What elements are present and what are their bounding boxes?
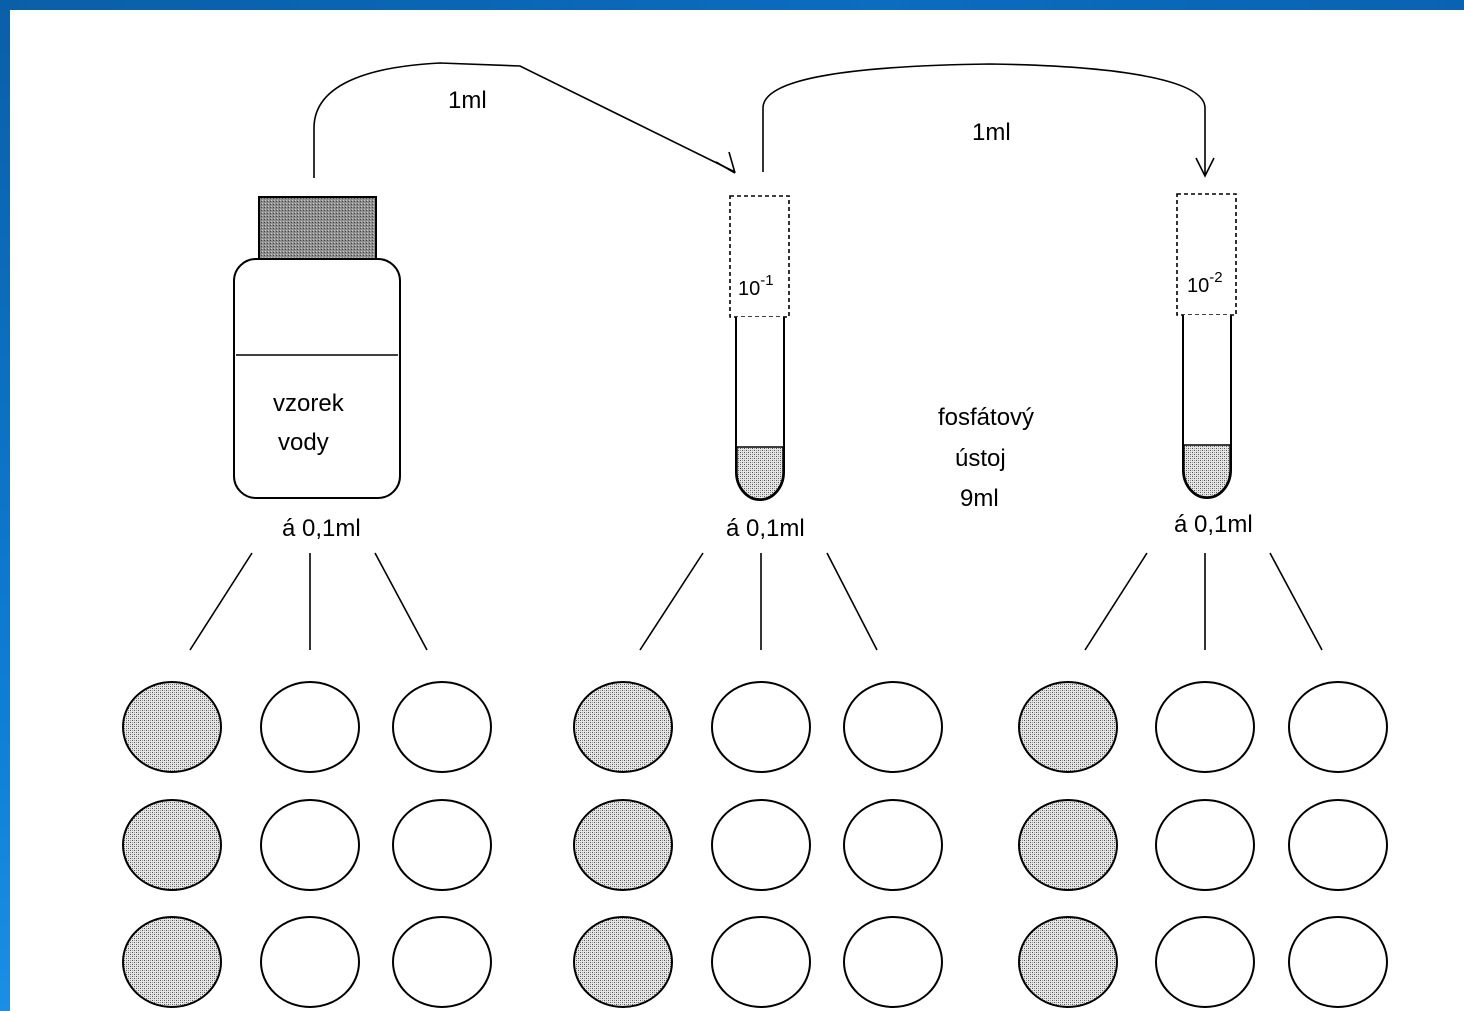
petri-dish-g2-r3-c2 [711,916,811,1008]
petri-dish-g2-r2-c1 [573,799,673,891]
petri-dish-g1-r2-c1 [122,799,222,891]
plating-volume-label-3: á 0,1ml [1174,511,1253,538]
petri-dish-g1-r1-c3 [392,681,492,773]
left-frame-bar [0,0,10,1011]
transfer-2-volume-label: 1ml [972,119,1011,146]
buffer-label-line2: ústoj [955,445,1006,472]
dilution-tube-1 [729,195,790,501]
plating-lines-3 [1084,552,1323,651]
transfer-arrow-1 [313,62,736,178]
petri-dish-g2-r3-c3 [843,916,943,1008]
petri-dish-g3-r3-c2 [1155,916,1255,1008]
petri-dish-g3-r1-c1 [1018,681,1118,773]
petri-dish-g3-r3-c1 [1018,916,1118,1008]
petri-dish-g1-r2-c3 [392,799,492,891]
bottle-label-line2: vody [278,429,329,456]
petri-dish-g3-r1-c2 [1155,681,1255,773]
plating-volume-label-1: á 0,1ml [282,515,361,542]
transfer-arrow-2 [762,63,1215,178]
bottle-body [233,258,401,499]
petri-dish-g3-r3-c3 [1288,916,1388,1008]
plating-lines-2 [639,552,878,651]
petri-dish-g2-r2-c2 [711,799,811,891]
petri-dish-g1-r1-c2 [260,681,360,773]
petri-dish-g1-r3-c1 [122,916,222,1008]
petri-dish-g1-r1-c1 [122,681,222,773]
petri-dish-g2-r1-c1 [573,681,673,773]
petri-dish-g3-r2-c2 [1155,799,1255,891]
bottle-label-line1: vzorek [273,390,345,417]
plating-lines-1 [189,552,428,651]
petri-dish-g2-r3-c1 [573,916,673,1008]
tube-1-dilution: 10-1 [738,272,774,300]
buffer-label-line3: 9ml [960,485,999,512]
petri-dish-g1-r3-c3 [392,916,492,1008]
petri-dish-g1-r3-c2 [260,916,360,1008]
petri-dish-g3-r2-c3 [1288,799,1388,891]
plating-volume-label-2: á 0,1ml [726,515,805,542]
petri-dish-g2-r1-c3 [843,681,943,773]
top-frame-bar [0,0,1464,10]
transfer-1-volume-label: 1ml [448,87,487,114]
sample-bottle [233,196,401,499]
petri-dish-g2-r1-c2 [711,681,811,773]
petri-dish-g3-r1-c3 [1288,681,1388,773]
dilution-tube-2 [1176,193,1237,499]
tube-2-dilution: 10-2 [1187,269,1223,297]
petri-dish-grid [122,681,1388,1008]
petri-dish-g1-r2-c2 [260,799,360,891]
petri-dish-g2-r2-c3 [843,799,943,891]
bottle-cap [258,196,377,261]
buffer-label-line1: fosfátový [938,404,1034,431]
petri-dish-g3-r2-c1 [1018,799,1118,891]
